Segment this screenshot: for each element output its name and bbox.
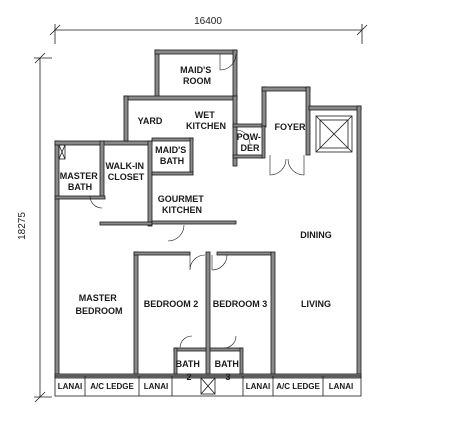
room-bath-3: BATH 3 [215, 359, 242, 382]
lanai-strip [54, 375, 362, 397]
height-dimension-label: 18275 [17, 212, 28, 240]
room-bedroom-3: BEDROOM 3 [213, 299, 268, 309]
room-walk-in-closet: WALK-IN CLOSET [105, 161, 146, 182]
lanai-label-4: LANAI [329, 382, 353, 391]
room-wet-kitchen: WET KITCHEN [186, 110, 226, 131]
room-bedroom-2: BEDROOM 2 [144, 299, 199, 309]
room-dining: DINING [300, 230, 332, 240]
room-bath-2: BATH 2 [176, 359, 203, 382]
window-marks [58, 144, 66, 160]
room-gourmet-kitchen: GOURMET KITCHEN [158, 194, 207, 215]
room-maids-bath: MAID'S BATH [155, 145, 189, 166]
room-master-bath: MASTER BATH [60, 171, 101, 192]
balcony-labels: LANAI A/C LEDGE LANAI LANAI A/C LEDGE LA… [58, 382, 353, 391]
room-maids-room: MAID'S ROOM [180, 65, 214, 86]
door-swings [89, 53, 305, 349]
lanai-label-3: LANAI [246, 382, 270, 391]
room-yard: YARD [138, 116, 163, 126]
ac-ledge-label-2: A/C LEDGE [276, 382, 320, 391]
lift-shaft [315, 115, 353, 153]
ac-ledge-label-1: A/C LEDGE [90, 382, 134, 391]
lanai-label-2: LANAI [144, 382, 168, 391]
width-dimension-label: 16400 [194, 16, 222, 27]
room-powder: POW- DER [237, 132, 264, 153]
room-living: LIVING [301, 299, 331, 309]
interior-walls [54, 125, 276, 375]
lanai-label-1: LANAI [58, 382, 82, 391]
room-foyer: FOYER [274, 122, 306, 132]
room-master-bedroom: MASTER BEDROOM [76, 293, 123, 316]
width-dimension: 16400 [49, 16, 368, 44]
room-labels: MAID'S ROOM YARD WET KITCHEN POW- DER FO… [60, 65, 332, 382]
height-dimension: 18275 [17, 52, 52, 403]
